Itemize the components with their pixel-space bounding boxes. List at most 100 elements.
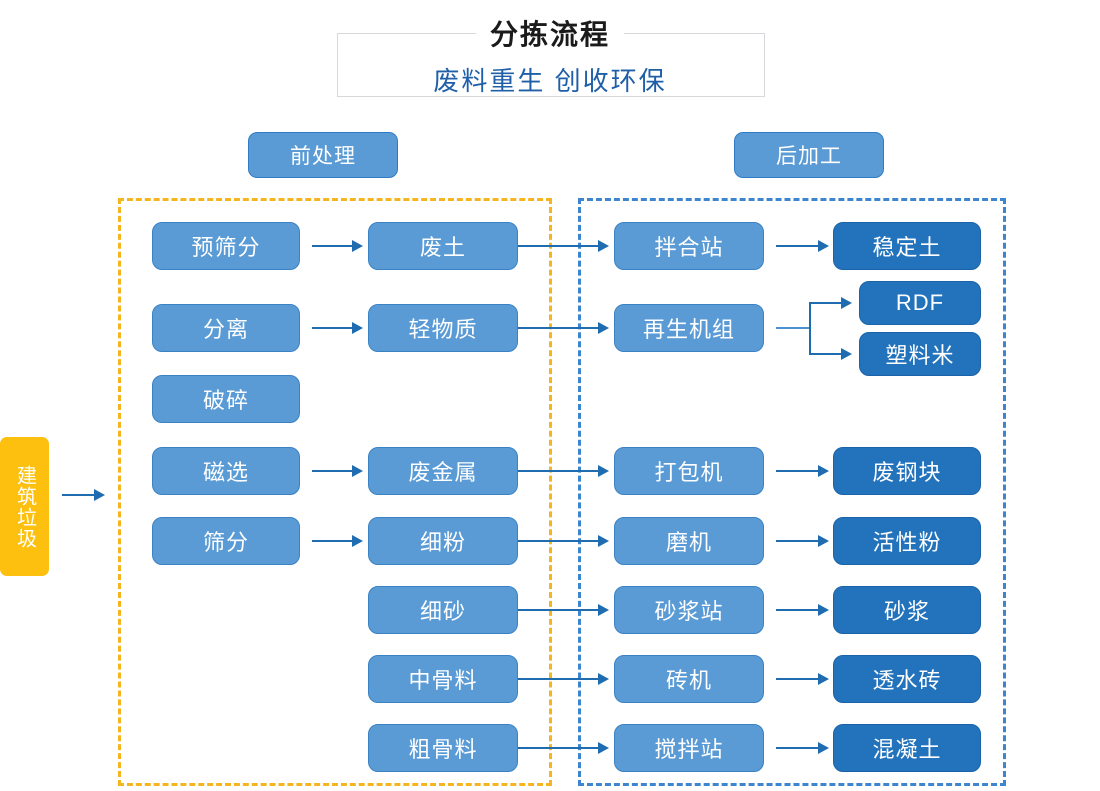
- connector-process3-material2: [312, 470, 354, 472]
- arrowhead-process1-material1: [352, 322, 363, 334]
- node-product-6[interactable]: 透水砖: [833, 655, 981, 703]
- node-process-3[interactable]: 磁选: [152, 447, 300, 495]
- connector-material2-equipment2: [518, 470, 600, 472]
- node-material-2[interactable]: 废金属: [368, 447, 518, 495]
- source-node-construction-waste[interactable]: 建筑垃圾: [0, 437, 49, 576]
- arrowhead-material1-equipment1: [598, 322, 609, 334]
- node-equipment-0[interactable]: 拌合站: [614, 222, 764, 270]
- section-header-post-processing[interactable]: 后加工: [734, 132, 884, 178]
- node-equipment-4-label: 砂浆站: [654, 599, 724, 624]
- connector-equipment5-product6: [776, 678, 820, 680]
- node-product-1[interactable]: RDF: [859, 281, 981, 325]
- arrowhead-equipment5-product6: [818, 673, 829, 685]
- node-equipment-6-label: 搅拌站: [654, 737, 724, 762]
- node-material-1-label: 轻物质: [408, 317, 478, 342]
- arrowhead-material3-equipment3: [598, 535, 609, 547]
- node-product-7[interactable]: 混凝土: [833, 724, 981, 772]
- node-equipment-5[interactable]: 砖机: [614, 655, 764, 703]
- region-post-processing: [578, 198, 1006, 786]
- node-material-0-label: 废土: [419, 235, 466, 260]
- node-material-3[interactable]: 细粉: [368, 517, 518, 565]
- node-process-1[interactable]: 分离: [152, 304, 300, 352]
- section-header-pre-label: 前处理: [290, 145, 356, 168]
- node-equipment-0-label: 拌合站: [654, 235, 724, 260]
- node-product-0-label: 稳定土: [872, 235, 942, 260]
- node-equipment-3-label: 磨机: [665, 530, 712, 555]
- arrowhead-material2-equipment2: [598, 465, 609, 477]
- node-product-4[interactable]: 活性粉: [833, 517, 981, 565]
- node-material-2-label: 废金属: [408, 460, 478, 485]
- arrowhead-process0-material0: [352, 240, 363, 252]
- arrowhead-equipment4-product5: [818, 604, 829, 616]
- connector-equipment1-branch-bus: [809, 303, 811, 355]
- page-title-text: 分拣流程: [475, 19, 624, 50]
- node-material-3-label: 细粉: [419, 530, 466, 555]
- arrowhead-process3-material2: [352, 465, 363, 477]
- node-process-0[interactable]: 预筛分: [152, 222, 300, 270]
- connector-material4-equipment4: [518, 609, 600, 611]
- arrowhead-material4-equipment4: [598, 604, 609, 616]
- source-node-label: 建筑垃圾: [13, 464, 36, 549]
- section-header-post-label: 后加工: [776, 145, 842, 168]
- node-material-4-label: 细砂: [419, 599, 466, 624]
- arrowhead-branch-product1: [841, 297, 852, 309]
- node-product-2-label: 塑料米: [885, 343, 955, 368]
- node-product-1-label: RDF: [895, 290, 945, 315]
- arrowhead-equipment3-product4: [818, 535, 829, 547]
- node-equipment-1[interactable]: 再生机组: [614, 304, 764, 352]
- node-equipment-6[interactable]: 搅拌站: [614, 724, 764, 772]
- connector-equipment6-product7: [776, 747, 820, 749]
- arrowhead-equipment0-product0: [818, 240, 829, 252]
- connector-process0-material0: [312, 245, 354, 247]
- node-product-3-label: 废钢块: [872, 460, 942, 485]
- node-process-4-label: 筛分: [202, 530, 249, 555]
- node-process-2[interactable]: 破碎: [152, 375, 300, 423]
- node-material-6-label: 粗骨料: [408, 737, 478, 762]
- connector-source-to-region: [62, 494, 96, 496]
- node-product-0[interactable]: 稳定土: [833, 222, 981, 270]
- arrowhead-material0-equipment0: [598, 240, 609, 252]
- connector-process1-material1: [312, 327, 354, 329]
- node-material-1[interactable]: 轻物质: [368, 304, 518, 352]
- node-equipment-1-label: 再生机组: [642, 317, 735, 342]
- node-product-3[interactable]: 废钢块: [833, 447, 981, 495]
- node-product-7-label: 混凝土: [872, 737, 942, 762]
- connector-branch-to-product2: [809, 353, 843, 355]
- page-subtitle: 废料重生 创收环保: [0, 64, 1100, 98]
- connector-process4-material3: [312, 540, 354, 542]
- node-equipment-4[interactable]: 砂浆站: [614, 586, 764, 634]
- node-material-5[interactable]: 中骨料: [368, 655, 518, 703]
- node-equipment-2[interactable]: 打包机: [614, 447, 764, 495]
- node-process-3-label: 磁选: [202, 460, 249, 485]
- arrowhead-process4-material3: [352, 535, 363, 547]
- node-product-6-label: 透水砖: [872, 668, 942, 693]
- connector-equipment1-branch-stem: [776, 327, 810, 329]
- node-material-4[interactable]: 细砂: [368, 586, 518, 634]
- connector-material1-equipment1: [518, 327, 600, 329]
- node-material-6[interactable]: 粗骨料: [368, 724, 518, 772]
- connector-material3-equipment3: [518, 540, 600, 542]
- node-material-5-label: 中骨料: [408, 668, 478, 693]
- connector-equipment3-product4: [776, 540, 820, 542]
- node-product-5[interactable]: 砂浆: [833, 586, 981, 634]
- connector-equipment0-product0: [776, 245, 820, 247]
- connector-branch-to-product1: [809, 302, 843, 304]
- connector-material0-equipment0: [518, 245, 600, 247]
- node-process-2-label: 破碎: [202, 388, 249, 413]
- section-header-pre-processing[interactable]: 前处理: [248, 132, 398, 178]
- page-title: 分拣流程: [0, 18, 1100, 52]
- page-subtitle-text: 废料重生 创收环保: [421, 66, 679, 96]
- arrowhead-material5-equipment5: [598, 673, 609, 685]
- node-process-4[interactable]: 筛分: [152, 517, 300, 565]
- node-equipment-2-label: 打包机: [654, 460, 724, 485]
- node-process-0-label: 预筛分: [191, 235, 261, 260]
- arrowhead-material6-equipment6: [598, 742, 609, 754]
- node-equipment-3[interactable]: 磨机: [614, 517, 764, 565]
- connector-material5-equipment5: [518, 678, 600, 680]
- node-material-0[interactable]: 废土: [368, 222, 518, 270]
- region-pre-processing: [118, 198, 552, 786]
- connector-equipment4-product5: [776, 609, 820, 611]
- node-product-5-label: 砂浆: [883, 599, 930, 624]
- node-product-2[interactable]: 塑料米: [859, 332, 981, 376]
